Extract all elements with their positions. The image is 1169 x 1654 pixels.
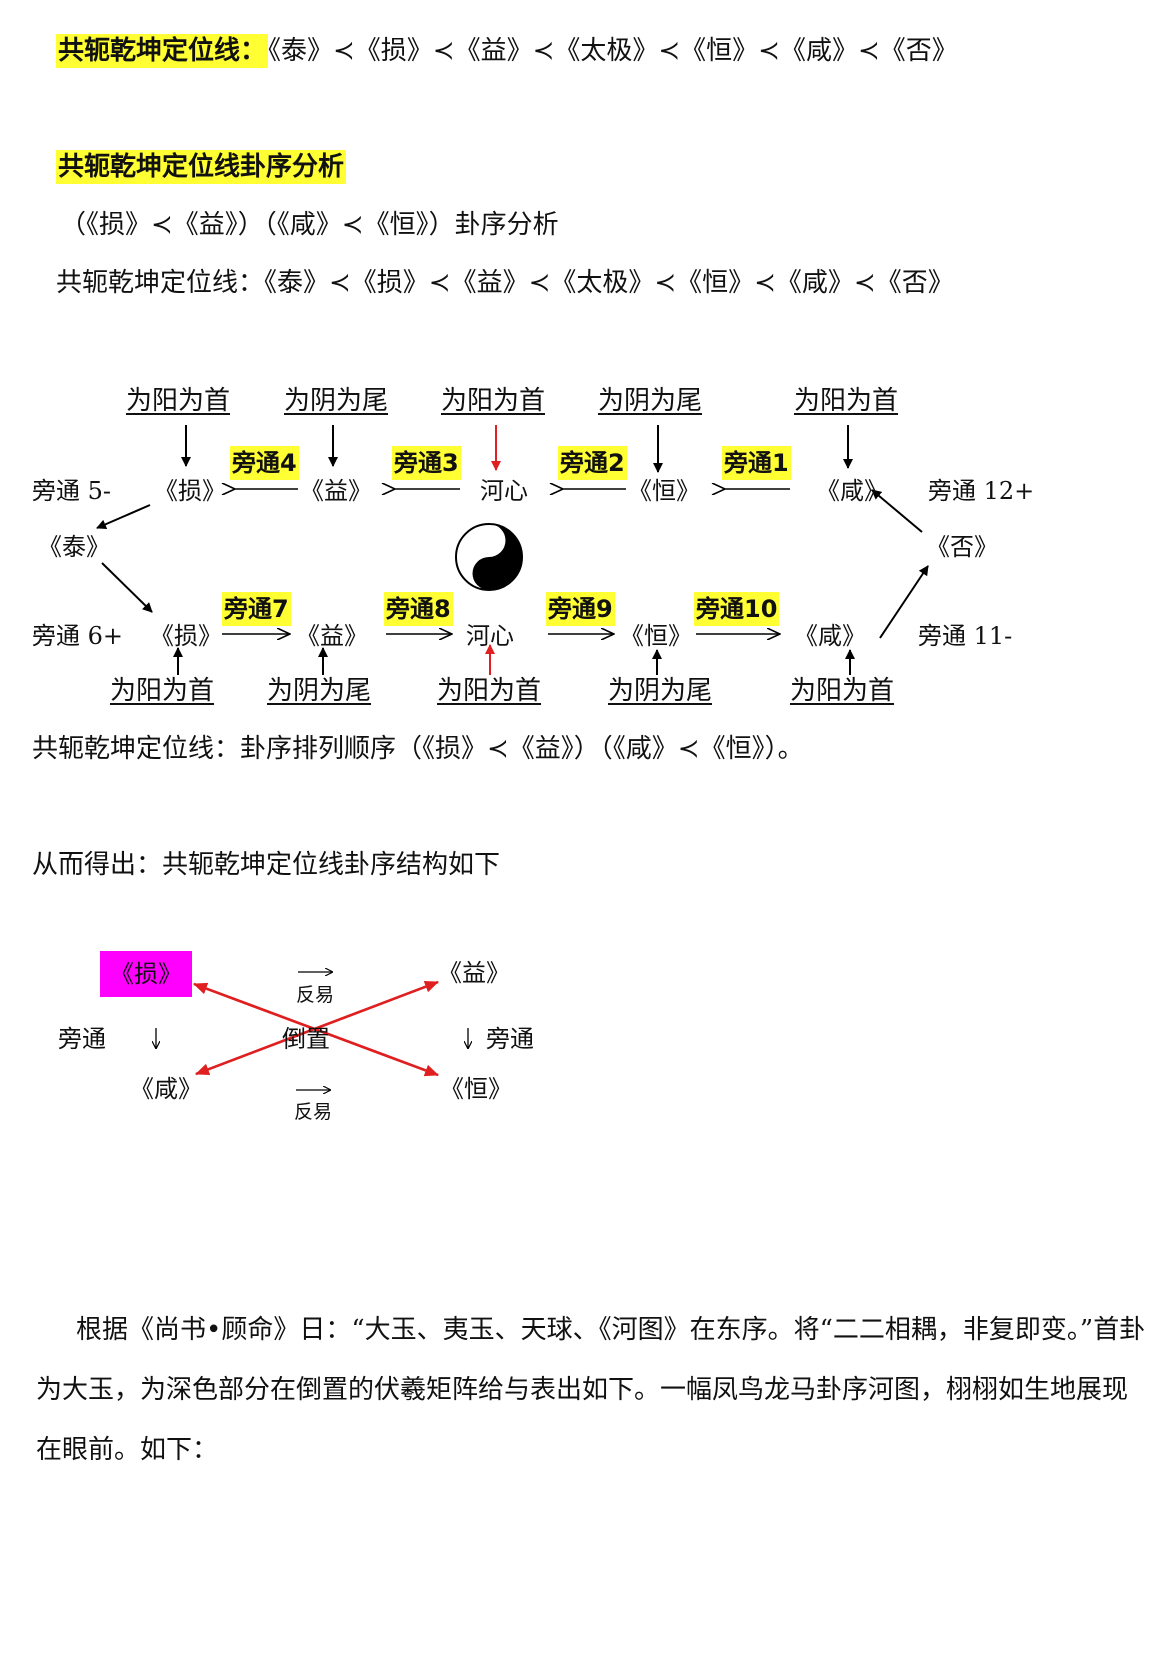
line1: 共轭乾坤定位线：《泰》≺《损》≺《益》≺《太极》≺《恒》≺《咸》≺《否》	[56, 34, 958, 68]
top-link-3: 旁通2	[558, 446, 627, 480]
paragraph-text: 根据《尚书•顾命》日：“大玉、夷玉、天球、《河图》在东序。将“二二相耦，非复即变…	[36, 1315, 1146, 1465]
right-pangtong-label: 旁通	[486, 1025, 534, 1053]
side-label-bottom-left: 旁通 6+	[32, 622, 124, 650]
bottom-label-5: 为阳为首	[790, 676, 895, 706]
diag-arrow-pi-xian	[871, 489, 923, 533]
side-label-bottom-right: 旁通 11-	[918, 622, 1013, 650]
node-heng: 《恒》	[440, 1075, 512, 1103]
conclusion-line: 从而得出：共轭乾坤定位线卦序结构如下	[32, 850, 501, 880]
diag-arrow-sun-tai	[96, 504, 151, 530]
bottom-link-3: 旁通9	[546, 592, 615, 626]
left-node-tai: 《泰》	[38, 533, 110, 561]
analysis-line: （《损》≺《益》）（《咸》≺《恒》）卦序分析	[60, 210, 559, 240]
node-xian: 《咸》	[130, 1075, 202, 1103]
bottom-link-4: 旁通10	[694, 592, 780, 626]
diag-arrow-xian-pi	[879, 565, 929, 639]
right-node-pi: 《否》	[926, 533, 998, 561]
bottom-link-1: 旁通7	[222, 592, 291, 626]
bottom-node-2: 《益》	[296, 622, 368, 650]
top-node-2: 《益》	[300, 477, 372, 505]
node-yi: 《益》	[438, 959, 510, 987]
top-label-3: 为阳为首	[441, 386, 546, 416]
bottom-label-4: 为阴为尾	[608, 676, 713, 706]
bottom-label-2: 为阴为尾	[267, 676, 372, 706]
top-link-1: 旁通4	[230, 446, 299, 480]
bottom-node-5: 《咸》	[794, 622, 866, 650]
bottom-node-1: 《损》	[150, 622, 222, 650]
top-label-5: 为阳为首	[794, 386, 899, 416]
top-label-1: 为阳为首	[126, 386, 231, 416]
left-pangtong-label: 旁通	[58, 1025, 106, 1053]
positioning-line: 共轭乾坤定位线：《泰》≺《损》≺《益》≺《太极》≺《恒》≺《咸》≺《否》	[56, 268, 954, 298]
section-heading: 共轭乾坤定位线卦序分析	[56, 150, 347, 184]
diag-arrow-tai-sun	[101, 562, 153, 613]
bottom-label-1: 为阳为首	[110, 676, 215, 706]
top-node-1: 《损》	[154, 477, 226, 505]
hexagram-flow-diagram	[96, 425, 929, 675]
bottom-link-2: 旁通8	[384, 592, 453, 626]
line1-sequence: 《泰》≺《损》≺《益》≺《太极》≺《恒》≺《咸》≺《否》	[268, 36, 958, 66]
bottom-fanyi-label: 反易	[294, 1101, 333, 1123]
bottom-node-3: 河心	[466, 622, 514, 650]
center-daozhi-label: 倒置	[282, 1025, 330, 1053]
top-label-4: 为阴为尾	[598, 386, 703, 416]
bottom-label-3: 为阳为首	[437, 676, 542, 706]
line1-label: 共轭乾坤定位线：	[56, 34, 269, 68]
yin-yang-icon	[455, 523, 523, 591]
top-fanyi-label: 反易	[296, 984, 335, 1006]
top-node-4: 《恒》	[628, 477, 700, 505]
top-label-2: 为阴为尾	[284, 386, 389, 416]
top-node-5: 《咸》	[816, 477, 888, 505]
side-label-top-right: 旁通 12+	[928, 477, 1035, 505]
summary-line: 共轭乾坤定位线：卦序排列顺序（《损》≺《益》）（《咸》≺《恒》）。	[32, 734, 804, 764]
top-link-4: 旁通1	[722, 446, 791, 480]
node-sun: 《损》	[100, 951, 192, 997]
top-node-3: 河心	[480, 477, 528, 505]
body-paragraph: 根据《尚书•顾命》日：“大玉、夷玉、天球、《河图》在东序。将“二二相耦，非复即变…	[36, 1300, 1146, 1480]
top-link-2: 旁通3	[392, 446, 461, 480]
side-label-top-left: 旁通 5-	[32, 477, 112, 505]
bottom-node-4: 《恒》	[620, 622, 692, 650]
